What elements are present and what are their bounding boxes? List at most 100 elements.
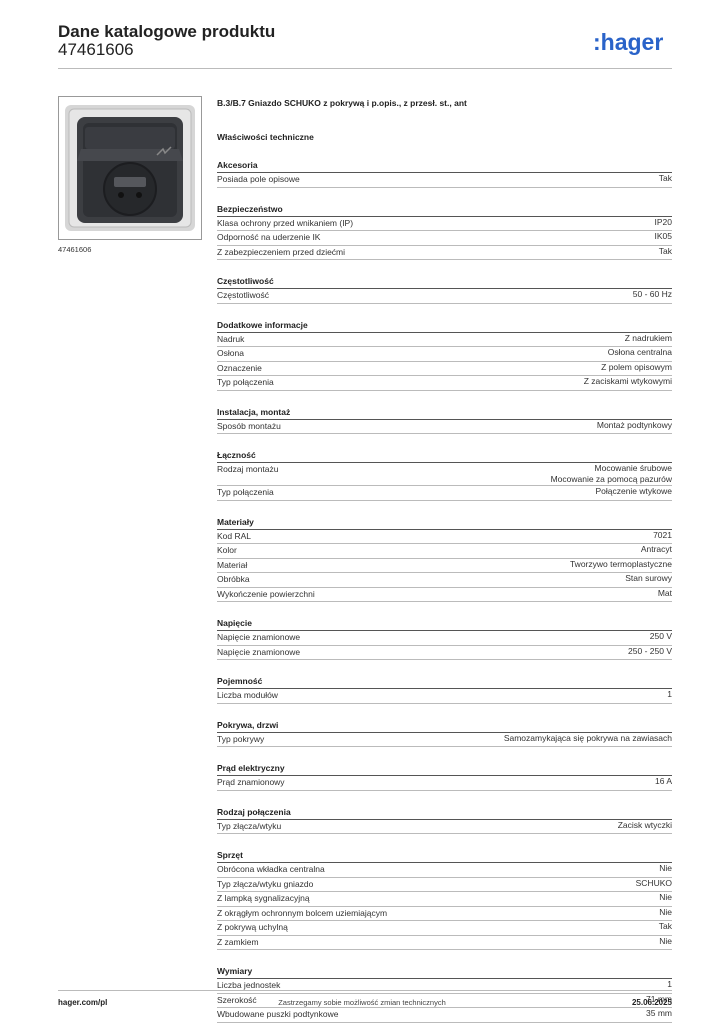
spec-row: Wykończenie powierzchni Mat	[217, 587, 672, 602]
spec-value: 71 mm	[646, 994, 672, 1005]
product-code: 47461606	[58, 40, 134, 59]
spec-row: Szerokość 71 mm	[217, 994, 672, 1008]
spec-value: 35 mm	[646, 1008, 672, 1019]
header-divider	[58, 68, 672, 69]
spec-value: Nie	[659, 892, 672, 903]
section-title: Pojemność	[217, 674, 672, 689]
spec-label: Wykończenie powierzchni	[217, 588, 315, 599]
spec-value-line: 1	[667, 979, 672, 989]
spec-label: Typ złącza/wtyku	[217, 820, 282, 831]
spec-label: Typ połączenia	[217, 487, 274, 497]
spec-value: Samozamykająca się pokrywa na zawiasach	[504, 733, 672, 744]
spec-value-line: 250 V	[649, 631, 672, 641]
spec-value-line: Montaż podtynkowy	[596, 419, 672, 430]
spec-row: Obrócona wkładka centralna Nie	[217, 863, 672, 878]
spec-value: 250 - 250 V	[628, 646, 672, 657]
spec-label: Kod RAL	[217, 530, 252, 541]
product-image	[58, 96, 202, 240]
footer-date: 25.06.2025	[631, 998, 672, 1007]
footer-site[interactable]: hager.com/pl	[58, 998, 108, 1007]
spec-label: Obróbka	[217, 574, 250, 584]
spec-label: Kolor	[217, 545, 237, 555]
spec-row: Napięcie znamionowe 250 - 250 V	[217, 646, 672, 660]
spec-value: Z zaciskami wtykowymi	[584, 376, 672, 387]
section-title: Wymiary	[217, 964, 672, 979]
spec-label: Odporność na uderzenie IK	[217, 232, 321, 242]
spec-value: IP20	[655, 217, 673, 228]
spec-value-line: Tak	[658, 921, 672, 931]
spec-label: Rodzaj montażu	[217, 464, 279, 474]
spec-value-line: Nie	[659, 863, 672, 873]
spec-value-line: Samozamykająca się pokrywa na zawiasach	[503, 732, 672, 743]
spec-value: Tak	[659, 246, 672, 257]
spec-label: Z zamkiem	[217, 936, 259, 947]
page-title: Dane katalogowe produktu	[58, 22, 276, 41]
spec-label: Sposób montażu	[217, 420, 281, 431]
spec-row: Oznaczenie Z polem opisowym	[217, 362, 672, 376]
section-title: Sprzęt	[217, 848, 672, 863]
spec-value-line: 71 mm	[646, 993, 672, 1004]
spec-value: Z nadrukiem	[625, 333, 672, 344]
spec-value-line: 16 A	[654, 776, 672, 786]
spec-value-line: SCHUKO	[635, 877, 672, 888]
spec-value-line: Mocowanie za pomocą pazurów	[550, 474, 672, 484]
section-title: Akcesoria	[217, 158, 672, 173]
spec-label: Z lampką sygnalizacyjną	[217, 893, 310, 903]
spec-row: Typ połączenia Połączenie wtykowe	[217, 486, 672, 501]
spec-value: Tak	[659, 921, 672, 932]
spec-value-line: 50 - 60 Hz	[632, 289, 672, 299]
section-title: Materiały	[217, 515, 672, 530]
spec-value: SCHUKO	[636, 878, 672, 889]
spec-label: Liczba jednostek	[217, 980, 281, 990]
section-title: Instalacja, montaż	[217, 405, 672, 420]
spec-row: Liczba jednostek 1	[217, 979, 672, 994]
spec-value-line: Stan surowy	[625, 573, 672, 583]
spec-label: Z zabezpieczeniem przed dziećmi	[217, 246, 346, 257]
section-title: Prąd elektryczny	[217, 761, 672, 776]
spec-label: Liczba modułów	[217, 690, 278, 700]
spec-value: Osłona centralna	[608, 347, 672, 358]
image-caption: 47461606	[58, 245, 92, 254]
spec-value-line: Tworzywo termoplastyczne	[569, 558, 672, 569]
spec-value: Z polem opisowym	[601, 362, 672, 373]
section-title: Bezpieczeństwo	[217, 202, 672, 217]
spec-value-line: Połączenie wtykowe	[595, 486, 672, 496]
spec-value: Montaż podtynkowy	[597, 420, 672, 431]
spec-value-line: Osłona centralna	[607, 347, 672, 357]
spec-label: Obrócona wkładka centralna	[217, 864, 325, 874]
spec-label: Napięcie znamionowe	[217, 646, 301, 657]
spec-value: Tworzywo termoplastyczne	[570, 559, 672, 570]
spec-label: Klasa ochrony przed wnikaniem (IP)	[217, 217, 354, 228]
spec-row: Z zabezpieczeniem przed dziećmi Tak	[217, 246, 672, 260]
spec-value-line: Mat	[657, 587, 672, 598]
footer-note: Zastrzegamy sobie możliwość zmian techni…	[278, 998, 446, 1007]
spec-value-line: 250 - 250 V	[628, 645, 672, 656]
spec-value-line: 1	[667, 689, 672, 699]
spec-value: 250 V	[650, 631, 672, 642]
spec-row: Z okrągłym ochronnym bolcem uziemiającym…	[217, 907, 672, 921]
spec-value-line: Zacisk wtyczki	[617, 819, 672, 830]
spec-label: Oznaczenie	[217, 362, 262, 373]
spec-row: Odporność na uderzenie IK IK05	[217, 231, 672, 246]
spec-value: IK05	[655, 231, 673, 242]
spec-value-line: Z polem opisowym	[601, 361, 672, 372]
spec-value-line: Nie	[659, 935, 672, 946]
spec-value: Nie	[659, 907, 672, 918]
spec-value-line: 7021	[653, 529, 672, 540]
spec-value-line: Z nadrukiem	[624, 332, 672, 343]
spec-label: Szerokość	[217, 994, 257, 1005]
spec-label: Napięcie znamionowe	[217, 632, 301, 642]
spec-label: Z okrągłym ochronnym bolcem uziemiającym	[217, 907, 388, 918]
